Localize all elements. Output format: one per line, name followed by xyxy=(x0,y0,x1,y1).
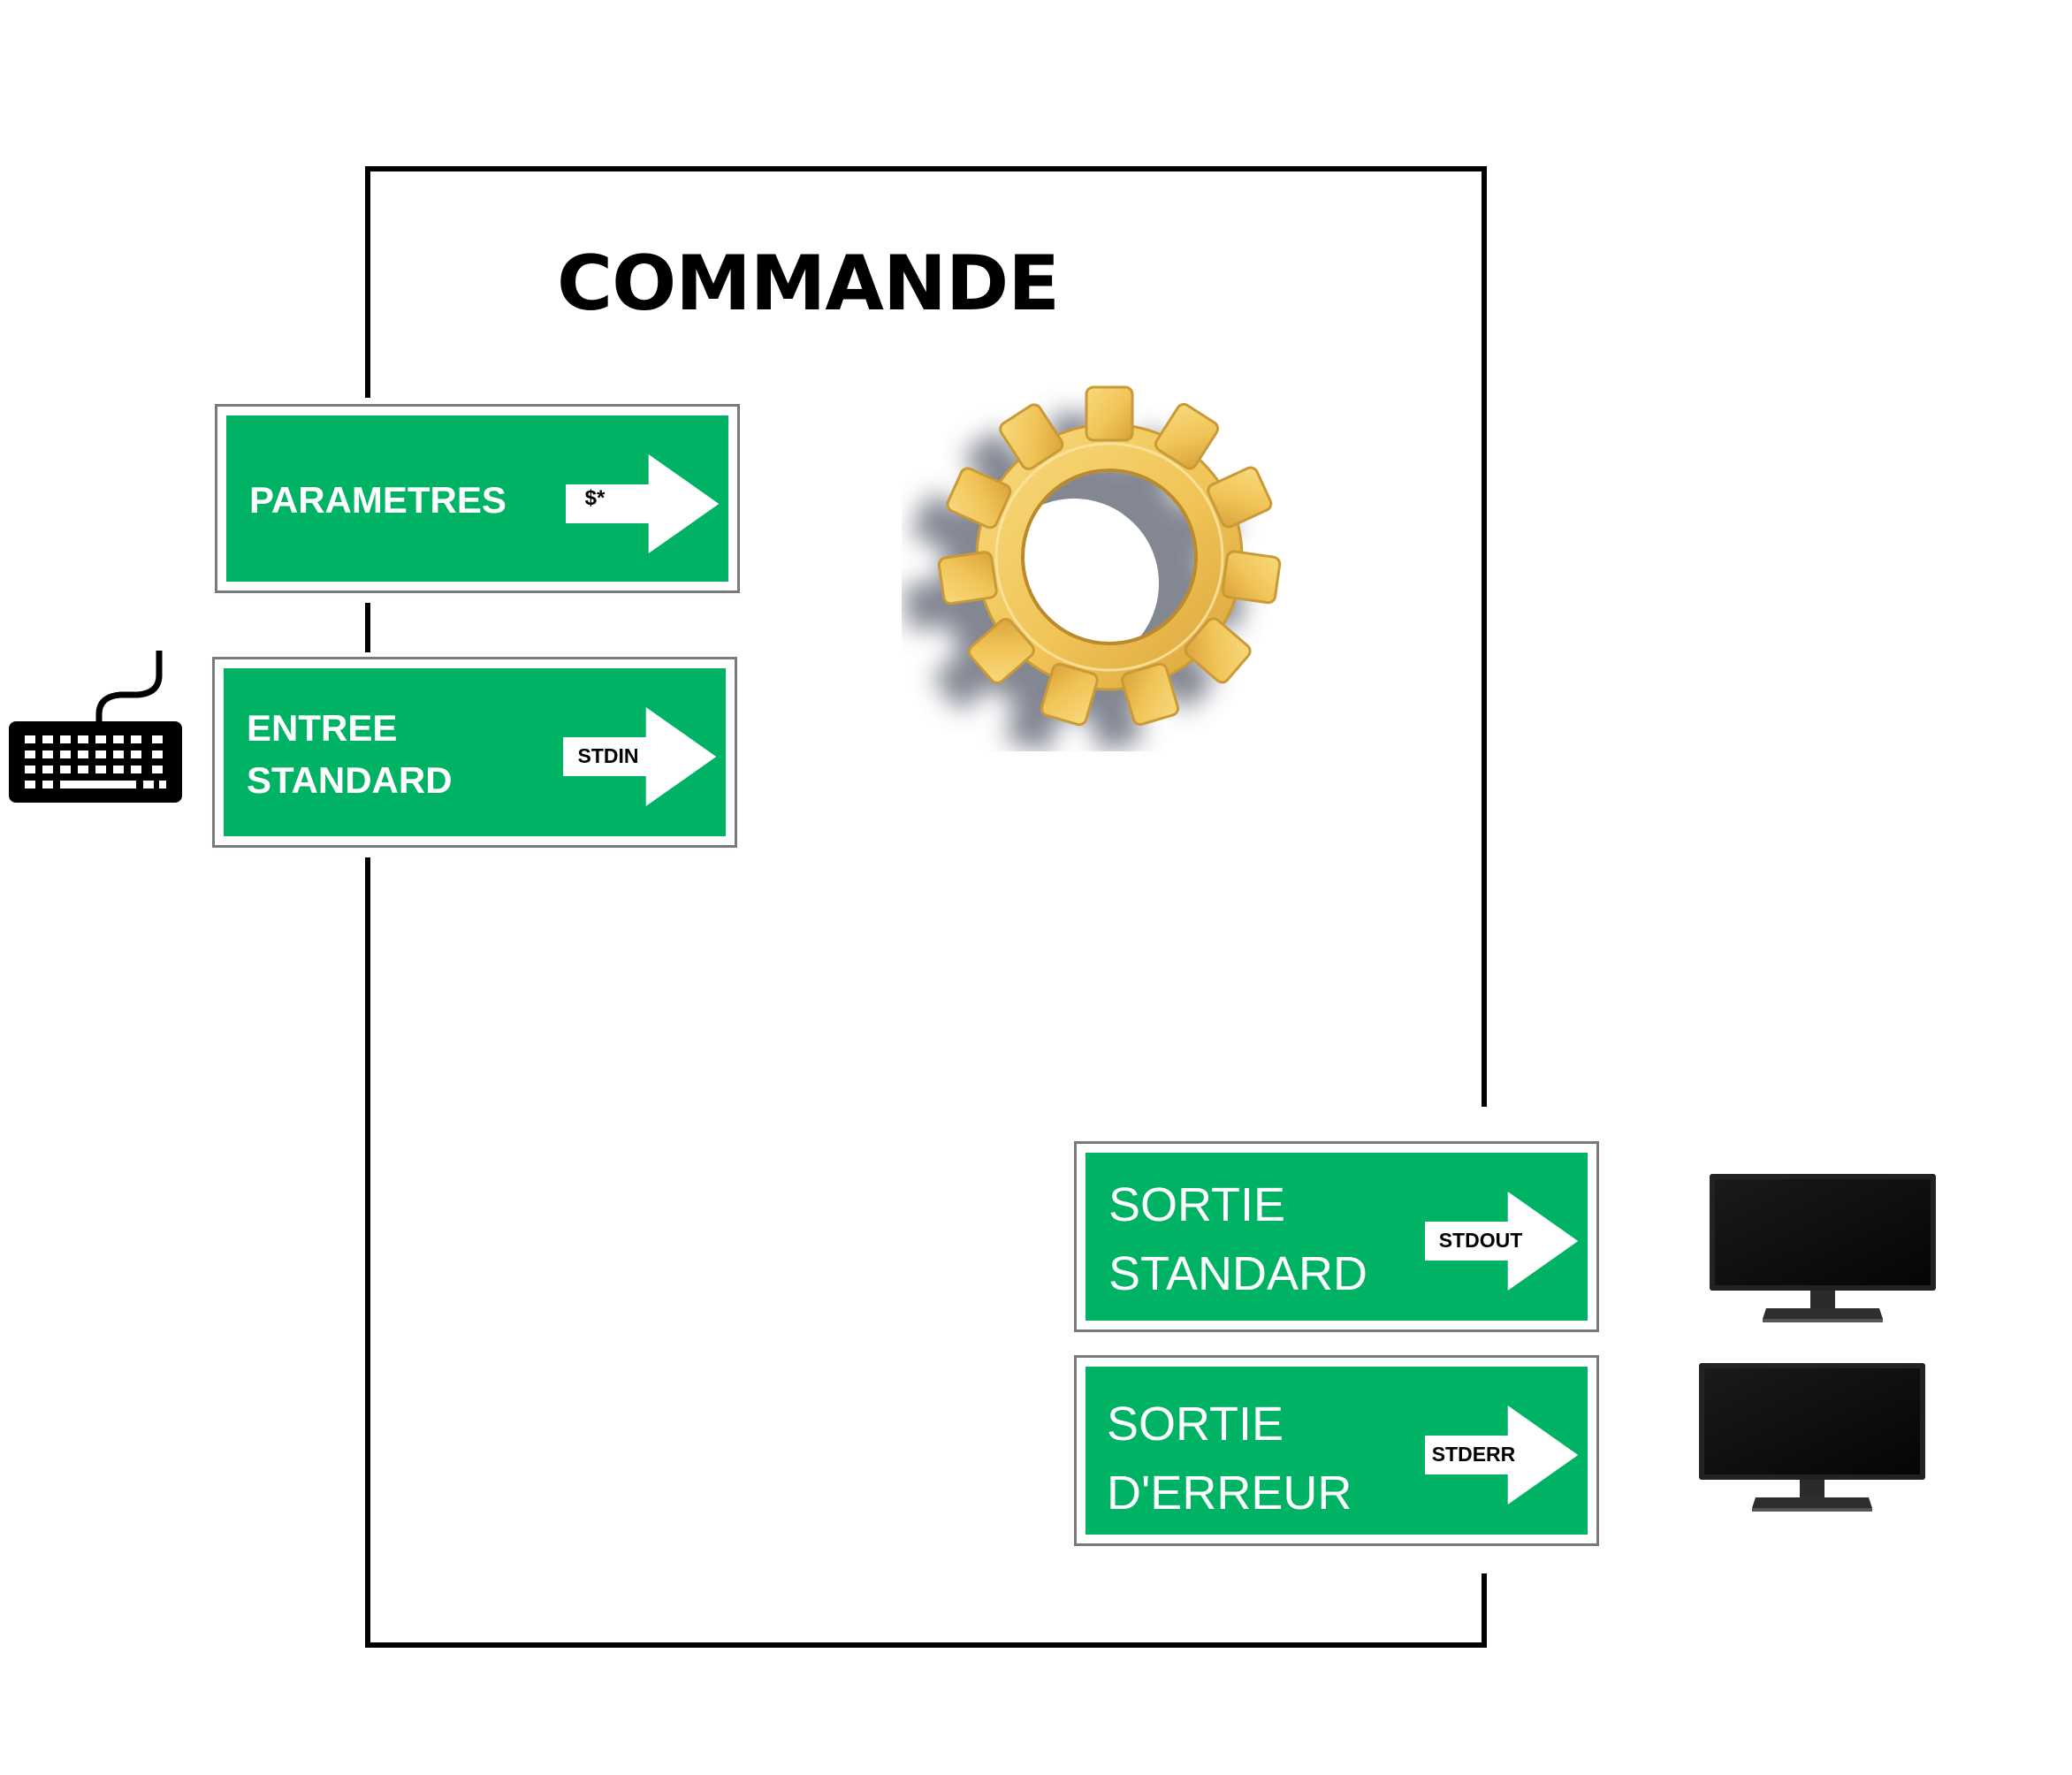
box-top-edge xyxy=(365,166,1487,171)
arrow-label-stdout: STDOUT xyxy=(1438,1229,1523,1252)
sign-label-line: D'ERREUR xyxy=(1107,1466,1352,1520)
diagram-title: COMMANDE xyxy=(557,240,1060,328)
box-left-edge-middle xyxy=(365,603,370,652)
sign-sortie-erreur: SORTIE D'ERREUR STDERR xyxy=(1074,1355,1599,1546)
sign-entree-label: ENTREE STANDARD xyxy=(247,702,453,806)
sign-label-line: STANDARD xyxy=(1108,1247,1368,1300)
box-right-edge-top xyxy=(1482,166,1487,1107)
keyboard-icon xyxy=(9,651,182,803)
monitor-icon xyxy=(1710,1174,1936,1322)
arrow-label-stdin: STDIN xyxy=(577,744,639,767)
sign-label-line: SORTIE xyxy=(1108,1178,1286,1231)
sign-label-line: STANDARD xyxy=(247,759,453,801)
sign-label-line: SORTIE xyxy=(1107,1398,1284,1451)
sign-label-line: ENTREE xyxy=(247,707,398,749)
sign-sortie-standard: SORTIE STANDARD STDOUT xyxy=(1074,1141,1599,1332)
sign-label-line: PARAMETRES xyxy=(249,479,507,521)
box-bottom-edge xyxy=(365,1642,1487,1648)
sign-parametres: PARAMETRES $* xyxy=(215,404,740,593)
box-left-edge-top xyxy=(365,166,370,398)
box-right-edge-bottom xyxy=(1482,1573,1487,1648)
arrow-right-icon xyxy=(1425,1406,1579,1505)
box-left-edge-bottom xyxy=(365,857,370,1648)
arrow-right-icon xyxy=(1425,1192,1579,1291)
gear-icon xyxy=(903,385,1283,751)
arrow-label-stderr: STDERR xyxy=(1431,1443,1516,1466)
sign-entree-standard: ENTREE STANDARD STDIN xyxy=(212,657,737,848)
sign-erreur-label: SORTIE D'ERREUR xyxy=(1107,1390,1352,1527)
sign-parametres-label: PARAMETRES xyxy=(249,479,507,522)
arrow-right-icon xyxy=(563,707,717,806)
monitor-icon xyxy=(1699,1363,1925,1512)
sign-sortie-label: SORTIE STANDARD xyxy=(1108,1170,1367,1308)
arrow-label-params: $* xyxy=(584,486,606,510)
arrow-right-icon xyxy=(566,454,720,553)
